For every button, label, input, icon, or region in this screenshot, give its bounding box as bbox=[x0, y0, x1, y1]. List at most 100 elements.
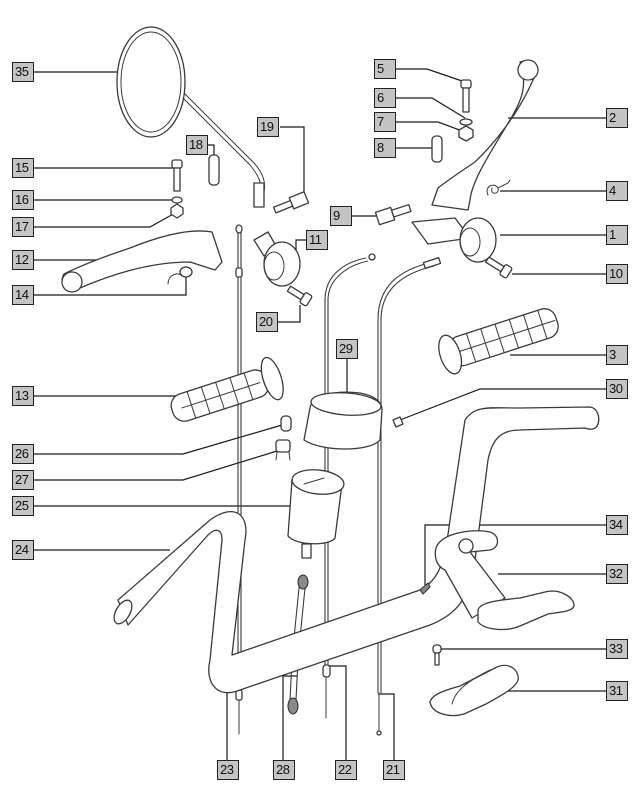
leader-7 bbox=[395, 121, 466, 133]
throttle-cable-nipple bbox=[368, 253, 376, 261]
pin-18 bbox=[208, 154, 220, 186]
spring-4 bbox=[486, 179, 511, 196]
leader-30 bbox=[399, 388, 606, 421]
mirror-glass-outer bbox=[116, 26, 186, 138]
callout-14[interactable]: 14 bbox=[12, 285, 34, 305]
cables bbox=[235, 224, 442, 736]
clutch-lever-ball bbox=[61, 271, 83, 293]
brackets bbox=[253, 217, 497, 287]
leader-22 bbox=[328, 665, 347, 762]
speedo-drive bbox=[301, 543, 312, 559]
brake-cable-adjuster bbox=[422, 257, 442, 269]
throttle-cable-ferrule bbox=[322, 664, 331, 678]
callout-10[interactable]: 10 bbox=[606, 264, 628, 284]
grip-13-flange bbox=[260, 356, 284, 401]
callout-32[interactable]: 32 bbox=[606, 564, 628, 584]
callout-22[interactable]: 22 bbox=[335, 760, 357, 780]
speedo-face-25 bbox=[291, 469, 345, 495]
callout-31[interactable]: 31 bbox=[606, 681, 628, 701]
spring-14 bbox=[167, 273, 183, 285]
callout-28[interactable]: 28 bbox=[273, 760, 295, 780]
callout-12[interactable]: 12 bbox=[12, 250, 34, 270]
brake-cable-nipple bbox=[376, 730, 382, 736]
bolt-15-shank bbox=[173, 167, 181, 192]
speedometer-drawing bbox=[287, 391, 383, 559]
grip-3-pattern bbox=[459, 309, 556, 363]
callout-23[interactable]: 23 bbox=[217, 760, 239, 780]
nut-17 bbox=[170, 203, 184, 219]
throttle-cable-drawing-2 bbox=[327, 260, 369, 665]
callout-3[interactable]: 3 bbox=[606, 345, 628, 365]
callout-15[interactable]: 15 bbox=[12, 158, 34, 178]
callout-30[interactable]: 30 bbox=[606, 379, 628, 399]
callout-2[interactable]: 2 bbox=[606, 108, 628, 128]
callout-18[interactable]: 18 bbox=[186, 135, 208, 155]
callout-25[interactable]: 25 bbox=[12, 496, 34, 516]
clamp-32-hole bbox=[458, 538, 474, 554]
screw-34 bbox=[419, 582, 431, 595]
brake-lever-2 bbox=[431, 60, 537, 211]
mirror-glass-inner bbox=[120, 31, 182, 133]
callout-35[interactable]: 35 bbox=[12, 62, 34, 82]
clutch-cable-ferrule-top bbox=[235, 267, 243, 278]
callout-33[interactable]: 33 bbox=[606, 639, 628, 659]
speedo-cable-bottom-nut bbox=[287, 697, 299, 715]
callout-6[interactable]: 6 bbox=[374, 88, 396, 108]
grips bbox=[170, 308, 559, 422]
bolt-5-head bbox=[460, 79, 472, 89]
callout-34[interactable]: 34 bbox=[606, 515, 628, 535]
callout-9[interactable]: 9 bbox=[330, 206, 352, 226]
leader-27 bbox=[34, 450, 278, 481]
speedo-needle bbox=[303, 477, 325, 485]
mirror-drawing bbox=[116, 26, 266, 208]
callout-4[interactable]: 4 bbox=[606, 181, 628, 201]
speedo-cover-29-rim bbox=[310, 392, 382, 416]
clamps bbox=[429, 530, 575, 717]
pin-8 bbox=[431, 135, 443, 163]
leader-6 bbox=[395, 97, 466, 119]
grip-13-pattern bbox=[181, 372, 261, 419]
bolt-20-head bbox=[299, 292, 313, 307]
callout-7[interactable]: 7 bbox=[374, 112, 396, 132]
callout-24[interactable]: 24 bbox=[12, 540, 34, 560]
throttle-cable-drawing bbox=[324, 257, 367, 665]
callout-5[interactable]: 5 bbox=[374, 59, 396, 79]
clamp-31-base bbox=[429, 664, 519, 717]
bolt-10-shank bbox=[485, 256, 505, 273]
callout-29[interactable]: 29 bbox=[336, 339, 358, 359]
leader-5 bbox=[395, 68, 466, 83]
bulb-holder-27-leg-2 bbox=[288, 451, 291, 461]
callout-19[interactable]: 19 bbox=[257, 117, 279, 137]
callout-17[interactable]: 17 bbox=[12, 217, 34, 237]
bracket-11-ring-inner bbox=[263, 251, 285, 281]
adjuster-19-thread bbox=[273, 199, 294, 214]
leader-21 bbox=[378, 693, 395, 762]
bolt-10-head bbox=[499, 264, 513, 279]
callout-27[interactable]: 27 bbox=[12, 470, 34, 490]
callout-1[interactable]: 1 bbox=[606, 225, 628, 245]
clamp-32-plate bbox=[434, 530, 506, 619]
leader-19 bbox=[280, 126, 305, 192]
bracket-11-ring bbox=[263, 241, 301, 287]
callout-20[interactable]: 20 bbox=[256, 312, 278, 332]
bolt-33-shank bbox=[434, 652, 440, 666]
callout-16[interactable]: 16 bbox=[12, 190, 34, 210]
clamp-32-base bbox=[477, 590, 575, 631]
adjuster-9-thread bbox=[390, 204, 412, 218]
callout-11[interactable]: 11 bbox=[306, 230, 328, 250]
bracket-1-ring-inner bbox=[459, 227, 481, 257]
washer-16 bbox=[171, 196, 183, 204]
speedo-body-25 bbox=[287, 479, 343, 545]
speedo-cable-top-nut bbox=[297, 574, 309, 590]
callout-8[interactable]: 8 bbox=[374, 138, 396, 158]
callout-21[interactable]: 21 bbox=[383, 760, 405, 780]
bulb-26 bbox=[280, 415, 292, 432]
clutch-cable-nipple bbox=[235, 224, 243, 234]
callout-26[interactable]: 26 bbox=[12, 444, 34, 464]
screw-30 bbox=[392, 416, 404, 428]
leader-26 bbox=[34, 424, 283, 455]
handlebar-tube bbox=[117, 406, 600, 694]
callout-13[interactable]: 13 bbox=[12, 386, 34, 406]
leader-34 bbox=[424, 524, 606, 585]
